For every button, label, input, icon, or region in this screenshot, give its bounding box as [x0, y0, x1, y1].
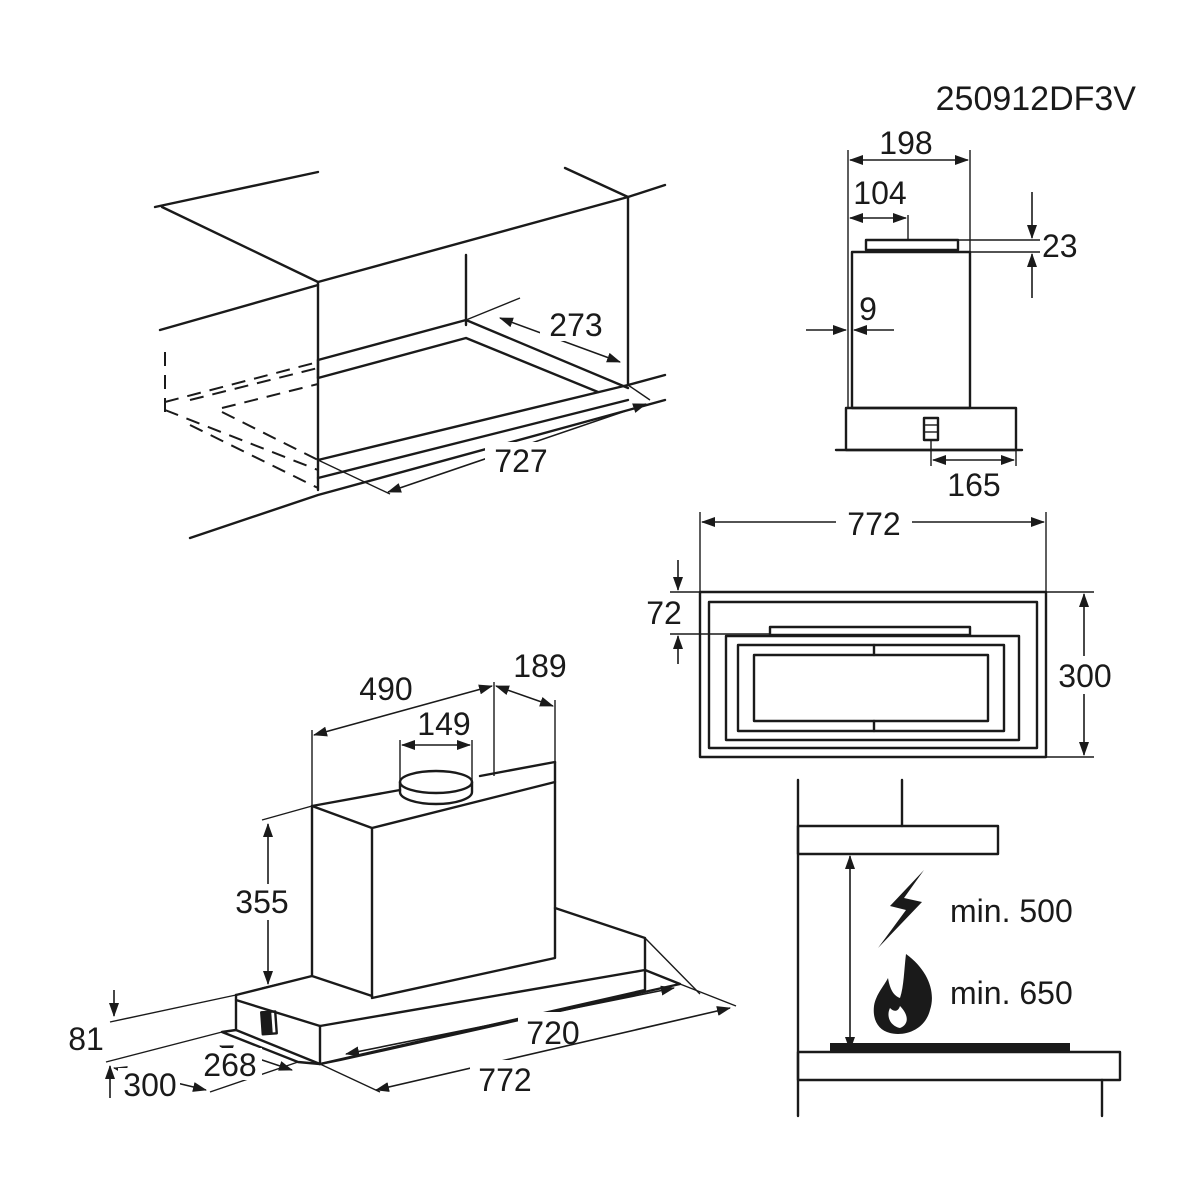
gas-clearance-label: min. 650	[950, 975, 1073, 1011]
iso-body-width-label: 490	[359, 671, 412, 707]
gas-hob-icon	[873, 954, 932, 1034]
side-depth-label: 198	[879, 125, 932, 161]
iso-hood-view: 490 189 149 355 81 300 268 720 772	[68, 648, 737, 1103]
iso-outlet-diameter-label: 149	[417, 706, 470, 742]
side-control-offset-label: 165	[947, 467, 1000, 503]
electric-clearance-label: min. 500	[950, 893, 1073, 929]
side-view: 198 104 23 9 165	[806, 125, 1078, 503]
install-width-label: 727	[494, 443, 547, 479]
top-width-label: 772	[847, 506, 900, 542]
iso-drawer-depth-label: 268	[203, 1047, 256, 1083]
iso-canopy-depth-label: 300	[123, 1067, 176, 1103]
iso-total-width-label: 772	[478, 1062, 531, 1098]
iso-body-height-label: 355	[235, 884, 288, 920]
side-outlet-offset-label: 104	[853, 175, 906, 211]
clearance-view: min. 500 min. 650	[796, 778, 1122, 1118]
iso-inner-width-label: 720	[526, 1015, 579, 1051]
iso-canopy-height-label: 81	[68, 1021, 104, 1057]
side-wall-gap-label: 9	[859, 291, 877, 327]
top-depth-label: 300	[1058, 658, 1111, 694]
top-offset-label: 72	[646, 595, 682, 631]
electric-hob-icon	[878, 870, 924, 948]
install-depth-label: 273	[549, 307, 602, 343]
top-view: 772 72 300	[646, 502, 1118, 759]
iso-body-depth-label: 189	[513, 648, 566, 684]
installation-view: 273 727	[153, 166, 667, 540]
side-outlet-height-label: 23	[1042, 228, 1078, 264]
model-code: 250912DF3V	[936, 80, 1137, 118]
